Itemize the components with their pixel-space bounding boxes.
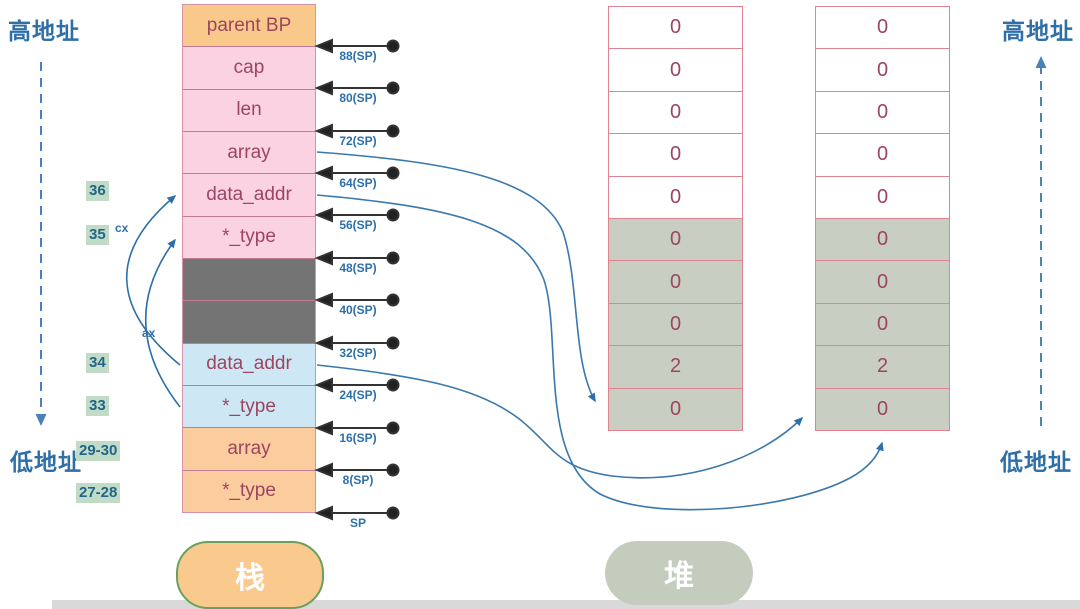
- heap-cell: 0: [609, 388, 742, 431]
- line-number-tag: 33: [86, 396, 109, 416]
- ax-register-label: ax: [142, 326, 156, 340]
- heap-cell: 0: [816, 7, 949, 50]
- heap-cell: 0: [816, 261, 949, 304]
- heap-cell: 0: [816, 49, 949, 92]
- sp-pointer-arrows: [314, 38, 400, 521]
- heap-legend-pill: 堆: [605, 541, 753, 605]
- stack-row: *_type: [183, 385, 315, 429]
- heap-cell: 0: [816, 91, 949, 135]
- cx-register-label: cx: [115, 221, 129, 235]
- stack-row-label: len: [236, 99, 262, 121]
- heap-cell: 0: [609, 91, 742, 135]
- heap-cell: 0: [609, 7, 742, 50]
- stack-row: len: [183, 89, 315, 132]
- line-number-tag: 34: [86, 353, 109, 373]
- heap-cell: 0: [816, 134, 949, 177]
- stack-row: [183, 258, 315, 302]
- copy-arc-type: [144, 238, 181, 408]
- stack-row: array: [183, 131, 315, 175]
- sp-offset-label: 16(SP): [339, 431, 377, 445]
- heap-column-after: 0 0 0 0 0 0 0 0 2 0: [815, 6, 950, 431]
- line-number-tag: 29-30: [76, 441, 121, 461]
- heap-cell: 2: [816, 346, 949, 389]
- stack-column: parent BP cap len array data_addr *_type…: [182, 4, 316, 513]
- sp-offset-label: 72(SP): [339, 134, 377, 148]
- heap-cell: 0: [816, 303, 949, 347]
- stack-row: data_addr: [183, 343, 315, 386]
- stack-row-label: array: [227, 437, 271, 459]
- stack-row: cap: [183, 47, 315, 90]
- stack-row-label: cap: [233, 56, 265, 78]
- heap-cell: 0: [816, 219, 949, 262]
- sp-offset-label: 56(SP): [339, 218, 377, 232]
- stack-row: *_type: [183, 470, 315, 512]
- pointer-data-addr-to-right-heap: [316, 194, 884, 511]
- heap-cell: 2: [609, 346, 742, 389]
- stack-row-label: *_type: [222, 226, 276, 248]
- heap-cell: 0: [816, 176, 949, 220]
- left-low-address-label: 低地址: [10, 449, 82, 475]
- heap-column-before: 0 0 0 0 0 0 0 0 2 0: [608, 6, 743, 431]
- stack-row-label: data_addr: [206, 353, 292, 375]
- sp-offset-label: 8(SP): [342, 473, 374, 487]
- line-number-tag: 27-28: [76, 483, 121, 503]
- sp-offset-label: 40(SP): [339, 303, 377, 317]
- sp-offset-label: 88(SP): [339, 49, 377, 63]
- heap-cell: 0: [816, 388, 949, 431]
- heap-cell: 0: [609, 176, 742, 220]
- stack-row: parent BP: [183, 5, 315, 48]
- line-number-tag: 36: [86, 181, 109, 201]
- stack-row-label: *_type: [222, 395, 276, 417]
- stack-row-label: *_type: [222, 480, 276, 502]
- stack-row: [183, 301, 315, 344]
- sp-offset-label: 24(SP): [339, 388, 377, 402]
- line-number-tag: 35: [86, 225, 109, 245]
- left-high-address-label: 高地址: [8, 18, 80, 44]
- stack-row: data_addr: [183, 174, 315, 217]
- sp-offset-label: 64(SP): [339, 176, 377, 190]
- stack-row: *_type: [183, 216, 315, 259]
- sp-offset-label: 32(SP): [339, 346, 377, 360]
- stack-legend-pill: 栈: [176, 541, 324, 609]
- sp-offset-label: SP: [349, 516, 366, 530]
- sp-offset-label: 80(SP): [339, 91, 377, 105]
- right-high-address-label: 高地址: [1002, 18, 1074, 44]
- heap-cell: 0: [609, 134, 742, 177]
- right-low-address-label: 低地址: [1000, 449, 1072, 475]
- stack-row-label: data_addr: [206, 183, 292, 205]
- heap-cell: 0: [609, 303, 742, 347]
- heap-cell: 0: [609, 261, 742, 304]
- bottom-divider: [52, 600, 1080, 609]
- stack-row-label: array: [227, 141, 271, 163]
- sp-offset-label: 48(SP): [339, 261, 377, 275]
- stack-row-label: parent BP: [206, 14, 292, 36]
- stack-row: array: [183, 428, 315, 471]
- heap-cell: 0: [609, 49, 742, 92]
- heap-cell: 0: [609, 219, 742, 262]
